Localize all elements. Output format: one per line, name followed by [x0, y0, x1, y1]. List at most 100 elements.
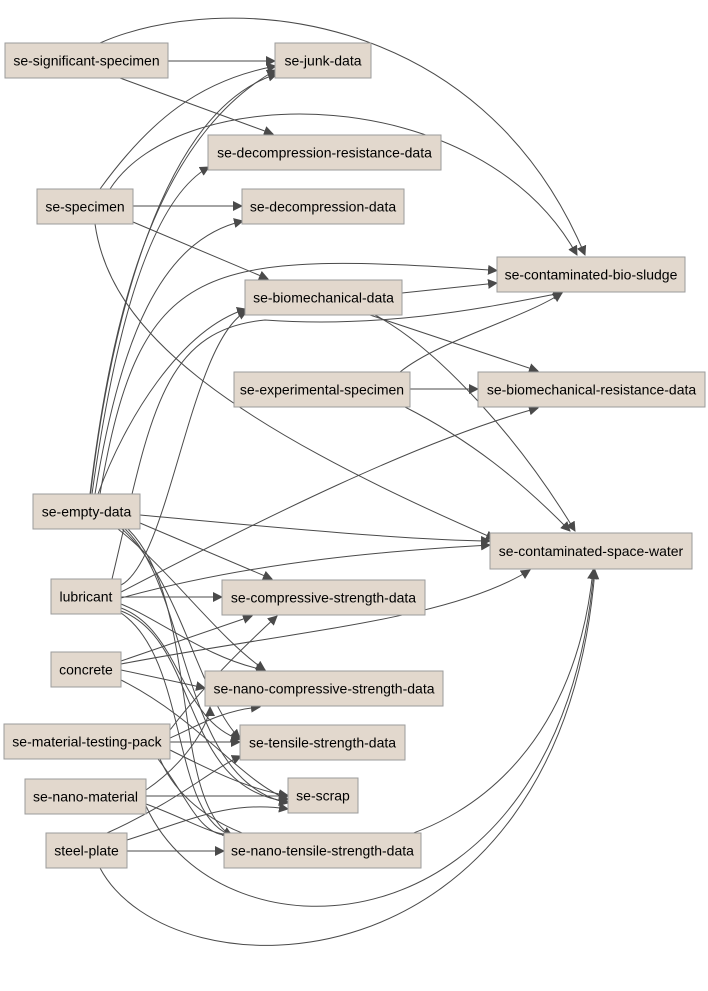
- node-label: se-biomechanical-data: [253, 290, 394, 306]
- node-sig[interactable]: se-significant-specimen: [4, 42, 169, 79]
- node-box: [489, 532, 693, 570]
- node-tens[interactable]: se-tensile-strength-data: [239, 724, 406, 761]
- node-box: [207, 134, 442, 171]
- edge-conc-to-nanocomp: [120, 669, 206, 692]
- edge-conc-to-scrap: [120, 679, 289, 801]
- node-decres[interactable]: se-decompression-resistance-data: [207, 134, 442, 171]
- node-box: [233, 371, 411, 408]
- node-pack[interactable]: se-material-testing-pack: [3, 723, 171, 760]
- node-label: se-empty-data: [42, 504, 132, 520]
- node-box: [204, 670, 444, 707]
- node-label: concrete: [59, 662, 113, 678]
- edge-lub-to-sludge: [111, 289, 563, 580]
- edge-bio-to-sludge: [401, 278, 498, 294]
- edge-spec-to-sludge: [109, 113, 578, 256]
- edge-steel-to-scrap: [126, 802, 289, 841]
- node-empty[interactable]: se-empty-data: [32, 493, 141, 530]
- node-nanotens[interactable]: se-nano-tensile-strength-data: [223, 832, 422, 869]
- edge-sig-to-decres: [119, 77, 274, 136]
- edge-empty-to-scrap: [124, 528, 289, 806]
- edge-lub-to-biores: [120, 405, 539, 593]
- node-box: [24, 778, 147, 815]
- node-label: se-biomechanical-resistance-data: [487, 382, 697, 398]
- edge-lub-to-bio: [120, 310, 248, 586]
- node-box: [50, 651, 122, 688]
- node-label: se-contaminated-bio-sludge: [505, 267, 678, 283]
- node-label: se-significant-specimen: [13, 53, 159, 69]
- node-exp[interactable]: se-experimental-specimen: [233, 371, 411, 408]
- node-label: se-nano-material: [33, 789, 138, 805]
- node-label: se-material-testing-pack: [12, 734, 162, 750]
- edge-lub-to-tens: [120, 607, 241, 742]
- edge-empty-to-junk: [90, 71, 278, 495]
- edge-empty-to-dec: [94, 218, 244, 495]
- edge-lub-to-scrap: [120, 610, 289, 806]
- node-box: [477, 371, 706, 408]
- node-steel[interactable]: steel-plate: [45, 832, 128, 869]
- node-label: se-nano-tensile-strength-data: [231, 843, 414, 859]
- node-box: [223, 832, 422, 869]
- node-biores[interactable]: se-biomechanical-resistance-data: [477, 371, 706, 408]
- edge-lub-to-nanotens: [120, 612, 235, 839]
- node-box: [287, 777, 359, 814]
- node-box: [241, 188, 405, 225]
- edge-empty-to-decres: [91, 166, 210, 495]
- edge-exp-to-water: [404, 406, 571, 532]
- edge-conc-to-water: [120, 569, 531, 665]
- node-comp[interactable]: se-compressive-strength-data: [221, 579, 426, 616]
- node-scrap[interactable]: se-scrap: [287, 777, 359, 814]
- node-label: se-decompression-resistance-data: [217, 145, 432, 161]
- node-label: se-nano-compressive-strength-data: [214, 681, 435, 697]
- node-label: se-compressive-strength-data: [231, 590, 416, 606]
- node-label: se-tensile-strength-data: [249, 735, 396, 751]
- node-nanocomp[interactable]: se-nano-compressive-strength-data: [204, 670, 444, 707]
- edge-spec-to-junk: [99, 62, 277, 190]
- edge-empty-to-bio: [97, 306, 247, 495]
- node-nanomat[interactable]: se-nano-material: [24, 778, 147, 815]
- node-water[interactable]: se-contaminated-space-water: [489, 532, 693, 570]
- edge-steel-to-water: [99, 569, 600, 946]
- node-label: steel-plate: [54, 843, 119, 859]
- node-sludge[interactable]: se-contaminated-bio-sludge: [496, 256, 686, 293]
- node-label: se-contaminated-space-water: [499, 543, 684, 559]
- node-junk[interactable]: se-junk-data: [274, 42, 372, 79]
- node-box: [50, 578, 122, 615]
- edge-spec-to-bio: [132, 221, 269, 281]
- edge-pack-to-nanocomp: [169, 702, 261, 739]
- edges-layer: [89, 17, 600, 946]
- node-box: [45, 832, 128, 869]
- node-conc[interactable]: concrete: [50, 651, 122, 688]
- node-label: se-experimental-specimen: [240, 382, 404, 398]
- node-spec[interactable]: se-specimen: [36, 188, 134, 225]
- node-box: [274, 42, 372, 79]
- edge-empty-to-water: [139, 514, 491, 546]
- edge-bio-to-biores: [369, 314, 539, 373]
- nodes-layer: se-significant-specimen se-junk-data se-de…: [3, 42, 706, 869]
- node-lub[interactable]: lubricant: [50, 578, 122, 615]
- edge-empty-to-sludge: [99, 262, 498, 495]
- edge-steel-to-tens: [106, 755, 242, 834]
- edge-sig-to-sludge: [99, 17, 587, 256]
- edge-empty-to-comp: [139, 522, 273, 581]
- edge-spec-to-water: [94, 223, 496, 541]
- edge-nanomat-to-nanocomp: [145, 706, 215, 791]
- edge-lub-to-nanocomp: [120, 603, 266, 674]
- node-box: [4, 42, 169, 79]
- node-label: lubricant: [60, 589, 113, 605]
- node-box: [221, 579, 426, 616]
- edge-exp-to-sludge: [399, 292, 563, 373]
- node-box: [3, 723, 171, 760]
- node-box: [244, 279, 403, 316]
- node-box: [496, 256, 686, 293]
- node-label: se-specimen: [45, 199, 124, 215]
- node-label: se-scrap: [296, 788, 350, 804]
- node-bio[interactable]: se-biomechanical-data: [244, 279, 403, 316]
- edge-lub-to-water: [120, 540, 491, 599]
- node-box: [36, 188, 134, 225]
- node-box: [239, 724, 406, 761]
- node-dec[interactable]: se-decompression-data: [241, 188, 405, 225]
- node-box: [32, 493, 141, 530]
- edge-nanomat-to-water: [145, 569, 599, 907]
- node-label: se-junk-data: [284, 53, 361, 69]
